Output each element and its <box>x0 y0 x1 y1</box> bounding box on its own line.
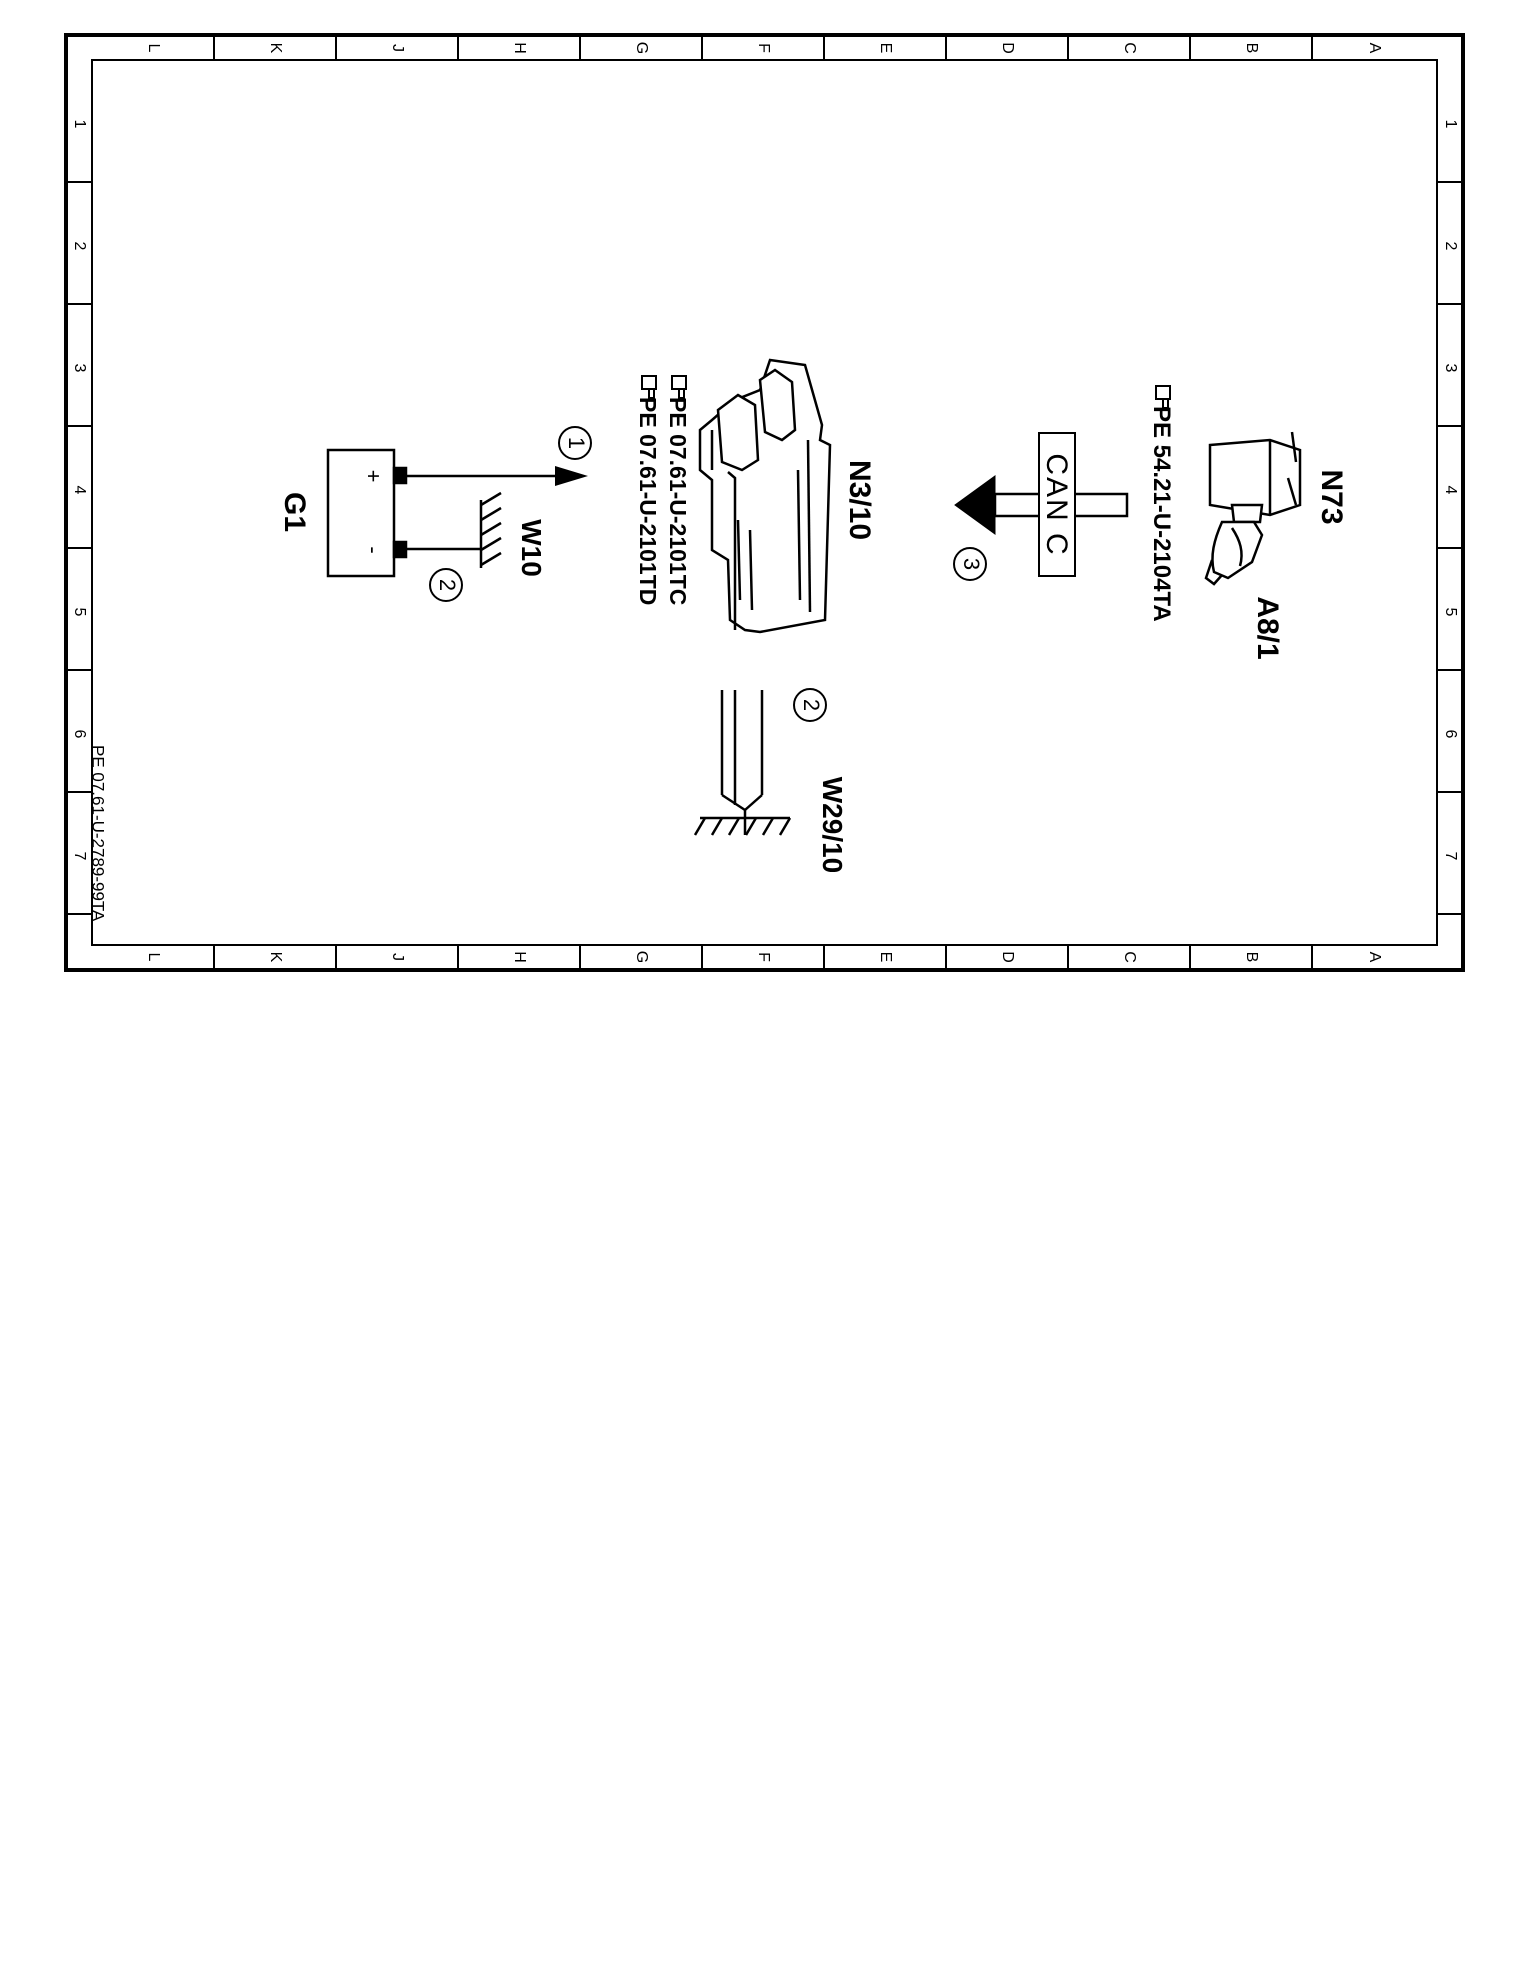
col-letter: F <box>755 43 772 53</box>
callout-1-number: 1 <box>564 437 589 449</box>
drawing-id: PE 07.61-U-2789-99TA <box>89 745 108 922</box>
control-unit-icon <box>698 358 832 634</box>
can-bus-label: CAN C <box>1040 453 1073 556</box>
callout-1 <box>558 426 592 460</box>
row-number: 2 <box>1442 242 1459 251</box>
col-letter: H <box>511 951 528 963</box>
bottom-column-letters: L K J H G F E D C B A <box>145 951 1383 963</box>
left-grid-border <box>66 181 92 915</box>
col-letter: E <box>877 952 894 963</box>
bottom-grid-border <box>213 945 1313 970</box>
battery-minus-label: - <box>361 546 386 553</box>
row-number: 5 <box>71 608 88 617</box>
col-letter: E <box>877 43 894 54</box>
top-grid-border <box>213 35 1313 60</box>
row-number: 4 <box>71 486 88 495</box>
col-letter: K <box>267 952 284 963</box>
col-letter: F <box>755 952 772 962</box>
battery-icon <box>326 448 408 578</box>
n3-10-reference-b: PE 07.61-U-2101TD <box>635 375 661 605</box>
inner-frame <box>91 59 1438 946</box>
row-number: 7 <box>1442 852 1459 861</box>
col-letter: H <box>511 42 528 54</box>
g1-label: G1 <box>278 492 311 532</box>
row-number: 2 <box>71 242 88 251</box>
row-number: 5 <box>1442 608 1459 617</box>
battery-ground-wire <box>406 491 502 568</box>
col-letter: C <box>1121 951 1138 963</box>
a8-1-label: A8/1 <box>1251 596 1284 659</box>
pointing-hand-icon <box>1155 385 1171 409</box>
n73-reference-text: PE 54.21-U-2104TA <box>1148 406 1175 622</box>
col-letter: D <box>999 42 1016 54</box>
pointing-hand-icon <box>641 375 657 399</box>
col-letter: B <box>1243 952 1260 963</box>
can-bus-label-box <box>1038 432 1076 577</box>
col-letter: G <box>633 42 650 54</box>
n3-10-reference-a: PE 07.61-U-2101TC <box>665 375 691 605</box>
right-row-numbers: 1 2 3 4 5 6 7 <box>1442 120 1459 861</box>
row-number: 1 <box>71 120 88 129</box>
n3-10-label: N3/10 <box>843 460 876 540</box>
col-letter: J <box>389 953 406 961</box>
row-number: 3 <box>1442 364 1459 373</box>
w10-label: W10 <box>516 519 547 577</box>
w29-10-label: W29/10 <box>817 777 848 874</box>
col-letter: L <box>145 953 162 962</box>
can-bus: CAN C 3 <box>953 432 1129 581</box>
callout-3-number: 3 <box>959 558 984 570</box>
right-grid-border <box>1437 181 1463 915</box>
row-number: 3 <box>71 364 88 373</box>
n3-10-reference-b-text: PE 07.61-U-2101TD <box>635 397 661 605</box>
row-number: 6 <box>71 730 88 739</box>
top-column-letters: L K J H G F E D C B A <box>145 42 1383 54</box>
callout-3 <box>953 547 987 581</box>
col-letter: G <box>633 951 650 963</box>
left-row-numbers: 1 2 3 4 5 6 7 <box>71 120 88 861</box>
col-letter: A <box>1366 43 1383 54</box>
row-number: 6 <box>1442 730 1459 739</box>
n73-reference: PE 54.21-U-2104TA <box>1148 385 1175 622</box>
col-letter: L <box>145 44 162 53</box>
callout-2-ground-number: 2 <box>799 699 824 711</box>
ignition-switch-icon <box>1204 431 1302 586</box>
col-letter: A <box>1366 952 1383 963</box>
row-number: 1 <box>1442 120 1459 129</box>
col-letter: B <box>1243 43 1260 54</box>
col-letter: D <box>999 951 1016 963</box>
col-letter: K <box>267 43 284 54</box>
col-letter: J <box>389 44 406 52</box>
outer-frame <box>64 33 1465 972</box>
battery-plus-label: + <box>361 470 386 483</box>
n3-10-reference-a-text: PE 07.61-U-2101TC <box>665 397 691 605</box>
ground-w29-10-icon <box>693 690 792 836</box>
callout-2-battery <box>429 568 463 602</box>
pointing-hand-icon <box>671 375 687 399</box>
n73-label: N73 <box>1315 469 1348 524</box>
row-number: 4 <box>1442 486 1459 495</box>
callout-2-ground <box>793 688 827 722</box>
col-letter: C <box>1121 42 1138 54</box>
battery-positive-wire <box>406 466 588 486</box>
callout-2-battery-number: 2 <box>435 579 460 591</box>
row-number: 7 <box>71 852 88 861</box>
